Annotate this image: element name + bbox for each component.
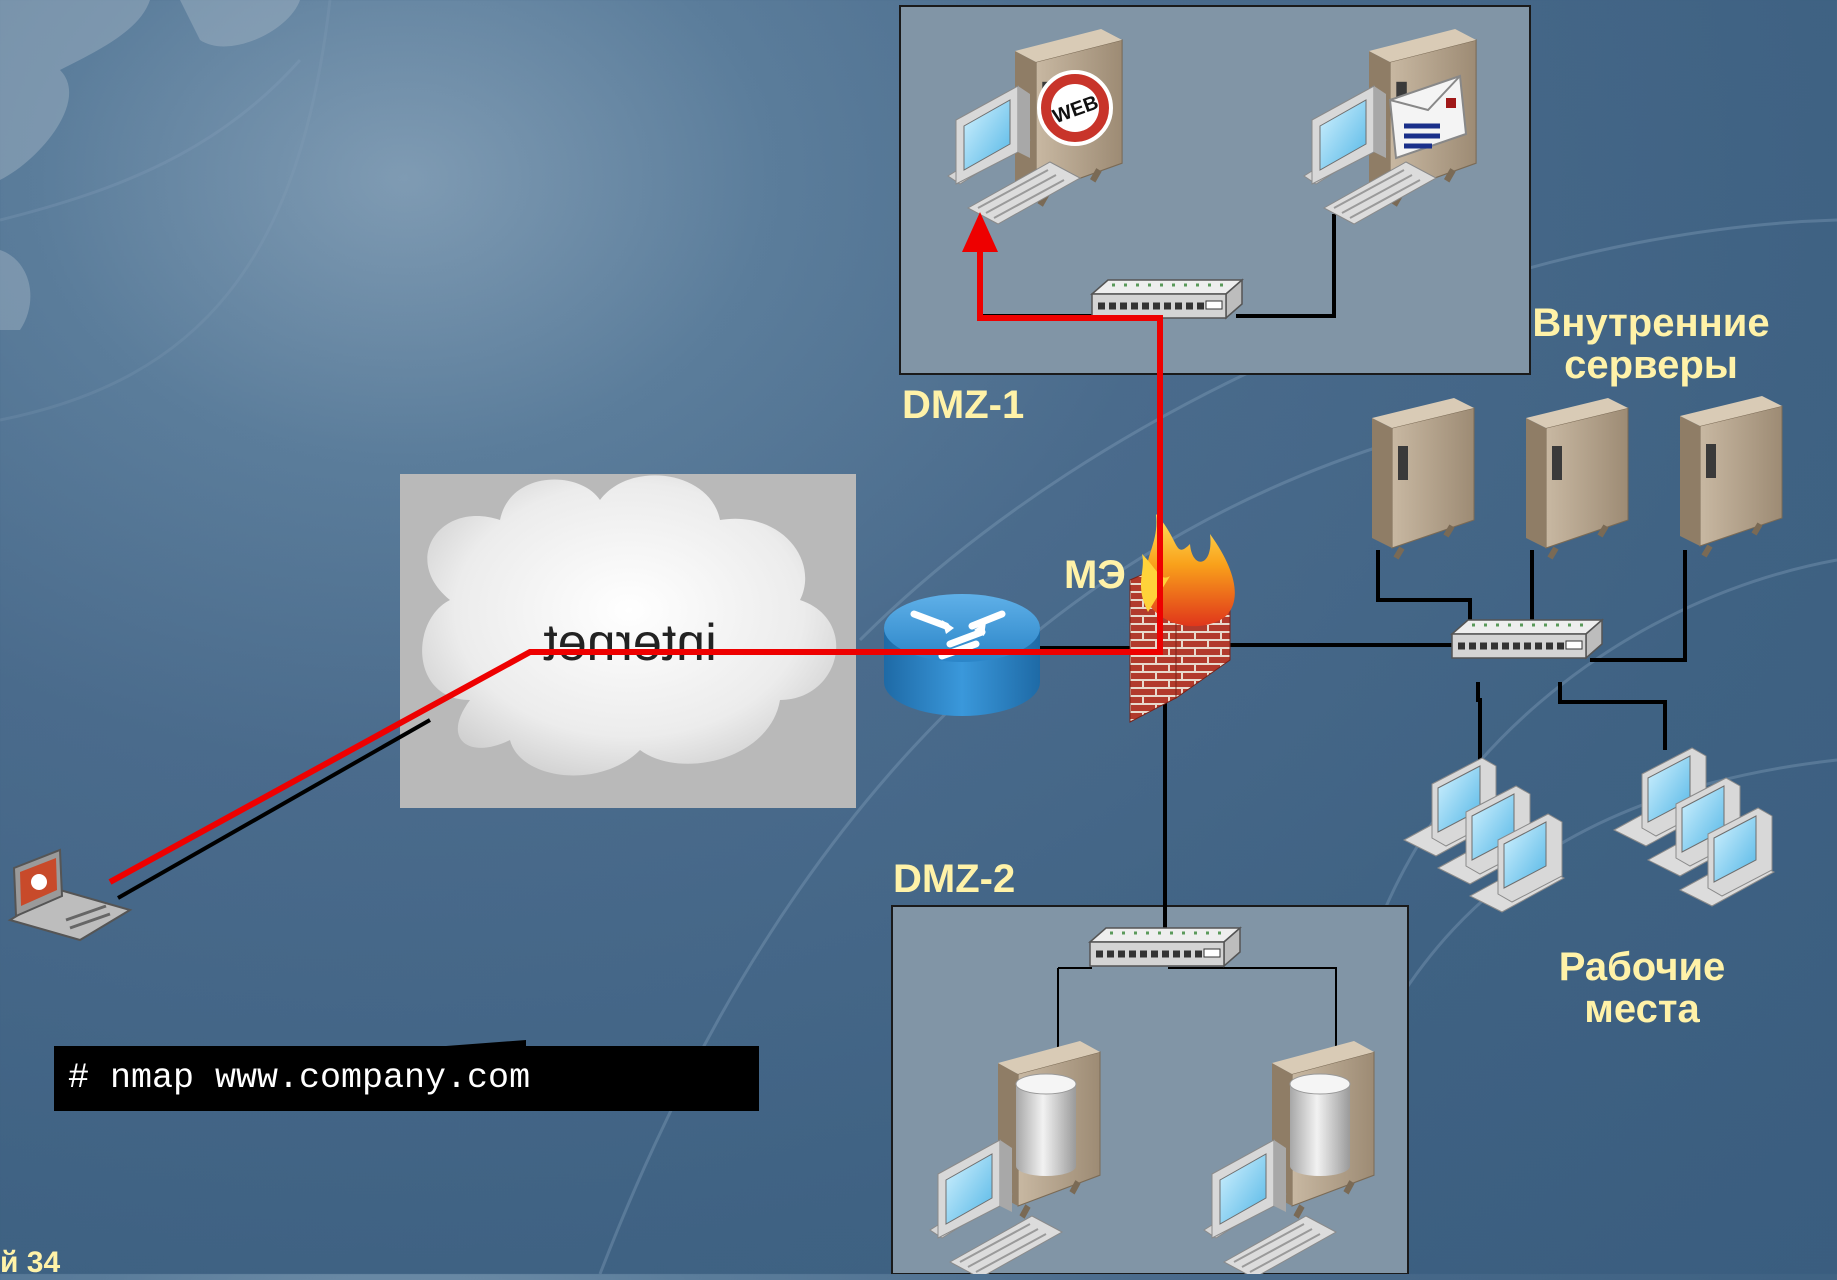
skull-icon — [31, 874, 47, 890]
web-server: WEB — [947, 29, 1122, 225]
terminal-command-box: # nmap www.company.com — [54, 1040, 759, 1111]
dmz1-switch — [1092, 280, 1242, 318]
database-icon — [1015, 1073, 1077, 1176]
dmz2-switch — [1090, 928, 1240, 966]
flame-icon — [1145, 514, 1235, 627]
attacker-laptop — [7, 848, 133, 942]
dmz2-label: DMZ-2 — [893, 857, 1015, 901]
workstations-left — [1403, 757, 1565, 913]
mail-server — [1303, 29, 1476, 225]
background-landmass — [0, 0, 300, 330]
internet-label: internet — [543, 614, 717, 672]
internal-servers-label-line2: серверы — [1564, 343, 1738, 387]
link-internal-server1 — [1376, 550, 1472, 624]
workstations-label-line1: Рабочие — [1559, 945, 1726, 989]
link-internet-laptop — [117, 718, 431, 900]
terminal-notch — [446, 1040, 526, 1046]
attack-path — [108, 245, 1163, 885]
internal-servers — [1372, 396, 1782, 558]
terminal-prompt: # — [68, 1058, 90, 1098]
slide-corner-text: й 34 — [0, 1246, 61, 1279]
link-workstations-left — [1476, 682, 1482, 760]
network-links — [117, 214, 1687, 930]
web-icon: WEB — [1037, 70, 1113, 146]
firewall-label: МЭ — [1064, 553, 1126, 597]
mail-envelope-icon — [1388, 74, 1468, 160]
workstations-label-line2: места — [1584, 987, 1700, 1031]
terminal-command: nmap www.company.com — [110, 1058, 531, 1098]
firewall — [1129, 514, 1235, 723]
db-server-1 — [929, 1041, 1100, 1274]
link-dmz1-switch-mail — [1236, 214, 1336, 318]
dmz1-label: DMZ-1 — [902, 383, 1024, 427]
link-internal-server3 — [1590, 550, 1687, 662]
internal-switch — [1452, 620, 1602, 658]
attack-arrowhead — [962, 212, 998, 252]
link-workstations-right — [1558, 682, 1667, 750]
internet-cloud: internet — [400, 474, 856, 808]
dmz2-links — [1057, 967, 1337, 1058]
workstations-right — [1613, 747, 1775, 907]
database-icon — [1289, 1073, 1351, 1176]
internal-servers-label-line1: Внутренние — [1532, 301, 1769, 345]
db-server-2 — [1203, 1041, 1374, 1274]
